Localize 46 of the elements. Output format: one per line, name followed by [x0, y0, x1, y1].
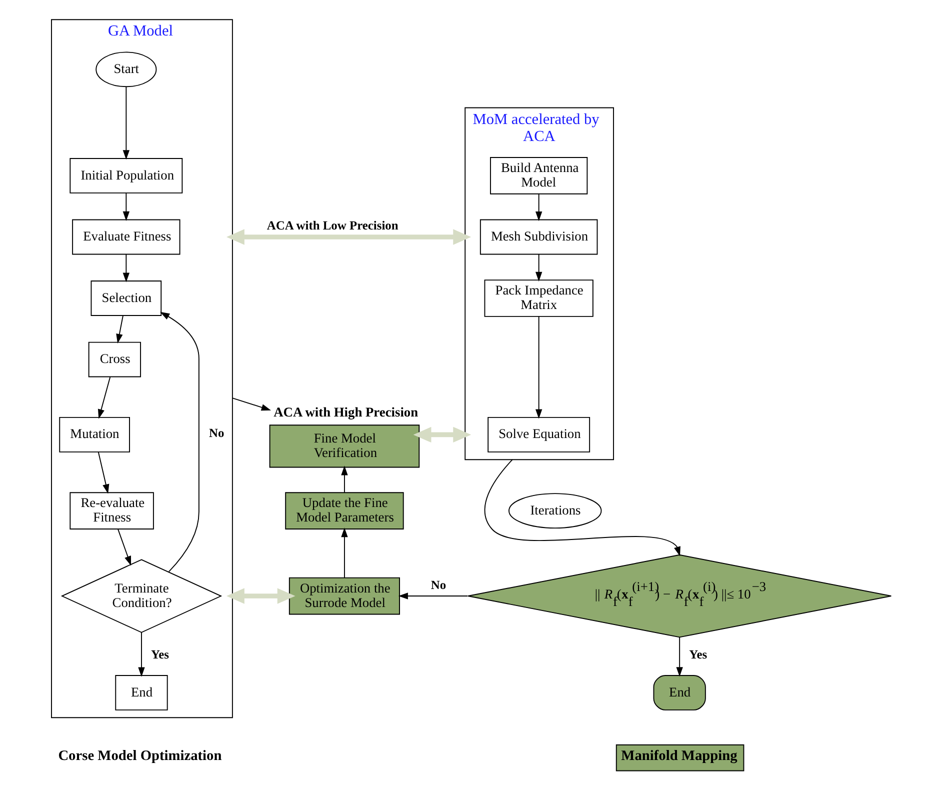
arrow: [232, 398, 271, 411]
node-box: Pack Impedance Matrix: [484, 280, 594, 317]
node-label: Corse Model Optimization: [58, 748, 222, 764]
node-box: Mutation: [59, 416, 130, 452]
node-box: Update the Fine Model Parameters: [285, 492, 404, 530]
edge-label: Yes: [689, 648, 708, 662]
arrow: [341, 528, 348, 578]
node-box: Selection: [90, 280, 162, 316]
arrow: [226, 588, 296, 604]
arrow: [535, 194, 542, 222]
arrow: [226, 229, 472, 245]
edge-label: No: [208, 426, 224, 440]
arrow: [117, 528, 132, 566]
node-ellipse: Start: [96, 52, 157, 88]
arrow: [413, 426, 472, 443]
arrow: [116, 315, 124, 344]
node-label: ACA with High Precision: [274, 404, 418, 420]
arrow: [484, 459, 680, 556]
node-box: Cross: [88, 342, 141, 378]
arrow: [160, 312, 200, 572]
arrow: [122, 254, 130, 282]
arrow: [122, 192, 130, 222]
arrow: [138, 632, 145, 677]
node-box: End: [653, 675, 706, 710]
edge-label: No: [430, 578, 446, 592]
node-diamond: Terminate Condition?: [60, 559, 222, 633]
arrow: [341, 466, 348, 493]
arrow: [676, 636, 683, 677]
node-box: Re-evaluate Fitness: [70, 492, 154, 530]
node-ellipse: Iterations: [508, 493, 602, 529]
node-box: End: [115, 675, 168, 710]
arrow: [98, 376, 111, 419]
node-box: Initial Population: [70, 158, 183, 194]
arrow: [98, 452, 110, 494]
node-box: Evaluate Fitness: [72, 219, 180, 255]
arrow: [535, 316, 542, 419]
node-box: Build Antenna Model: [490, 157, 588, 194]
node-box: Solve Equation: [488, 416, 590, 452]
arrow: [398, 592, 468, 600]
node-box: Mesh Subdivision: [480, 219, 598, 255]
edge-label: Yes: [151, 648, 170, 662]
edge-label: ACA with Low Precision: [266, 218, 398, 233]
legend-label: Manifold Mapping: [621, 748, 738, 764]
node-box: Optimization the Surrode Model: [288, 577, 400, 615]
arrow: [122, 86, 130, 160]
arrow: [535, 254, 542, 282]
